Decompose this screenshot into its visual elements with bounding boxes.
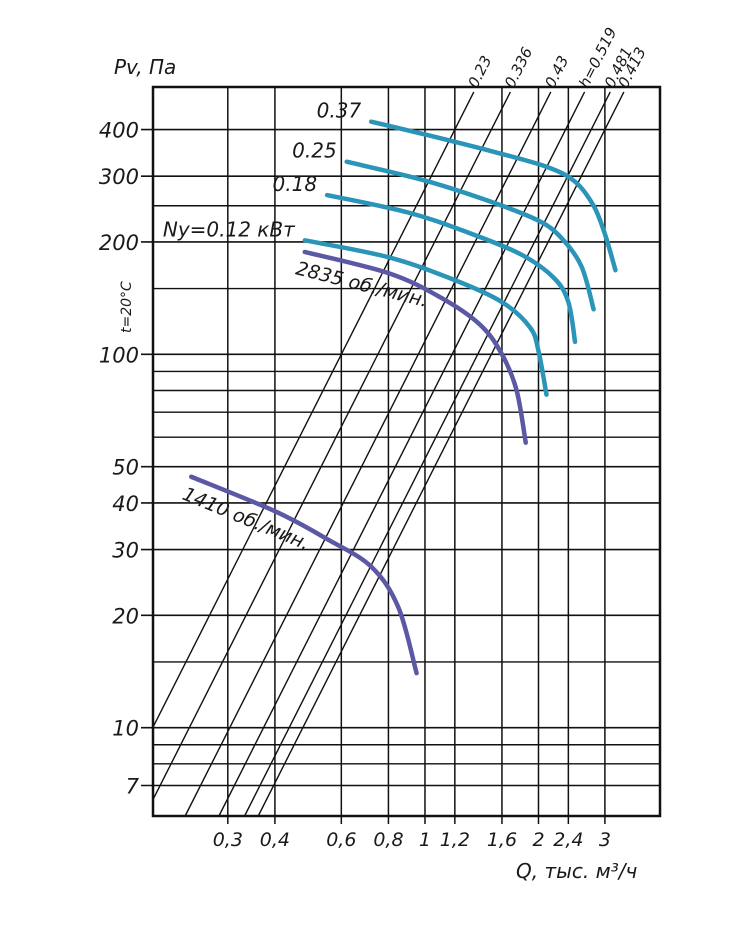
x-tick-label: 0,6 [326,829,356,851]
y-tick-label: 200 [99,231,139,255]
tick-labels: 7 10 20 30 40 50 100 200 300 400 0,3 0,4 0,6 0,8 1 1,2 1… [99,119,611,851]
efficiency-line [152,91,511,800]
y-tick-label: 40 [112,492,139,516]
series-curves [189,119,618,676]
series-line [344,159,596,312]
power-label: 0.37 [317,99,362,123]
x-tick-label: 0,8 [373,829,403,851]
efficiency-label: 0.336 [501,44,536,90]
y-tick-label: 20 [112,604,139,628]
y-tick-label: 100 [99,343,139,367]
plot-frame [151,85,662,818]
y-axis-label: Pv, Па [114,55,176,79]
y-tick-label: 7 [126,775,140,799]
efficiency-label: 0.43 [541,53,572,91]
efficiency-line [243,91,611,817]
x-tick-label: 3 [599,829,611,851]
x-tick-label: 0,4 [260,829,290,851]
x-tick-label: 0,3 [213,829,243,851]
temperature-label: t=20°C [119,281,135,333]
series-line [302,238,549,397]
efficiency-line [257,91,625,817]
x-tick-label: 1,2 [440,829,470,851]
x-tick-label: 2,4 [553,829,583,851]
annotations: Pv, Па Q, тыс. м³/ч t=20°C 0.37 0.25 0.18N… [114,55,637,883]
grid-lines [141,87,660,824]
power-label: Ny=0.12 кВт [163,217,296,241]
power-label: 0.18 [273,172,318,196]
efficiency-line [218,91,586,817]
x-tick-label: 1 [419,829,431,851]
series-line [189,474,419,676]
x-axis-label: Q, тыс. м³/ч [516,859,637,883]
efficiency-line [184,91,552,817]
y-tick-label: 30 [112,539,139,563]
efficiency-label: 0.23 [464,53,495,91]
efficiency-line [152,91,475,728]
series-line [324,192,578,345]
series-line [302,249,528,445]
y-tick-label: 300 [99,165,139,189]
x-tick-label: 1,6 [487,829,517,851]
power-label: 0.25 [292,139,337,163]
y-tick-label: 400 [99,119,139,143]
y-tick-label: 10 [112,717,139,741]
x-tick-label: 2 [532,829,544,851]
y-tick-label: 50 [112,456,139,480]
series-line [368,119,618,273]
